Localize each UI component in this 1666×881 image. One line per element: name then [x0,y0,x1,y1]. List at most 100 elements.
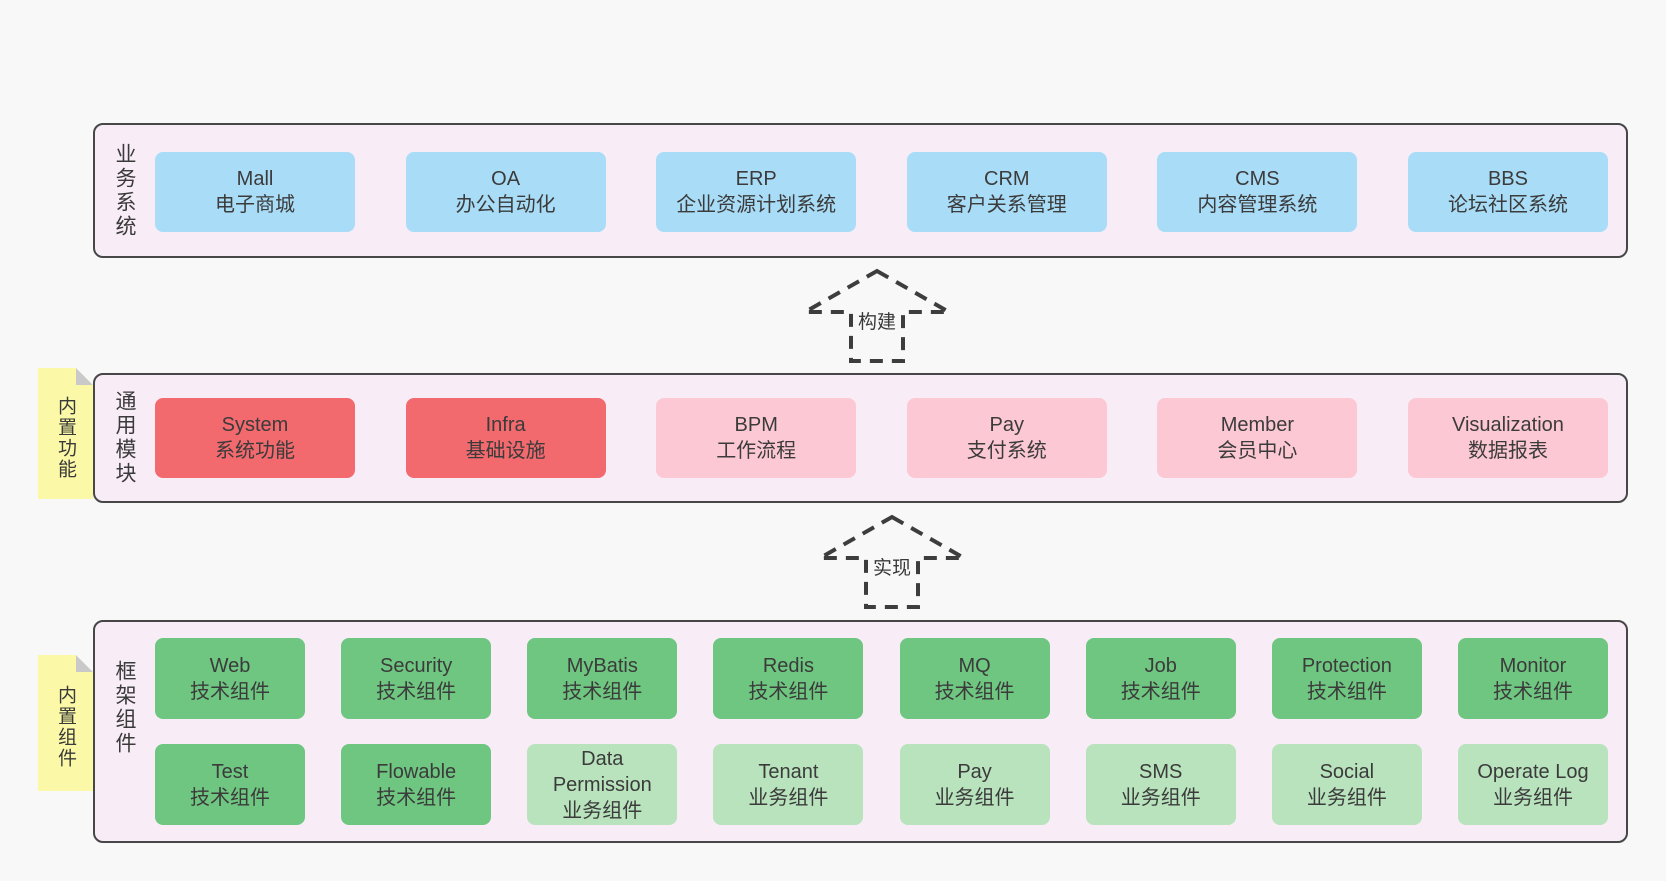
box-subtitle: 系统功能 [215,440,295,462]
box-title: Monitor [1499,654,1567,677]
box-title: Member [1220,414,1295,436]
box-subtitle: 客户关系管理 [946,194,1067,216]
band-framework-components: 框架组件 Web 技术组件 Security 技术组件 MyBatis 技术组件… [93,620,1628,843]
common-modules-row: System 系统功能 Infra 基础设施 BPM 工作流程 Pay 支付系统… [155,398,1608,478]
box-title: Flowable [376,760,457,783]
box-subtitle: 技术组件 [376,786,457,809]
box-job: Job 技术组件 [1085,638,1236,719]
box-title: Security [380,654,453,677]
box-title: System [221,414,289,436]
box-security: Security 技术组件 [341,638,492,719]
box-title: Pay [957,760,992,783]
box-subtitle: 会员中心 [1217,440,1298,462]
box-bpm: BPM 工作流程 [656,398,857,478]
box-title: Job [1144,654,1177,677]
box-social: Social 业务组件 [1271,744,1422,825]
box-subtitle: 基础设施 [465,440,546,462]
box-title: BPM [734,414,778,436]
box-subtitle: 支付系统 [966,440,1047,462]
dashed-up-arrow-icon [817,514,967,609]
arrow-implement: 实现 [817,514,967,610]
framework-components-row-1: Web 技术组件 Security 技术组件 MyBatis 技术组件 Redi… [155,638,1608,719]
box-member: Member 会员中心 [1157,398,1358,478]
box-tenant: Tenant 业务组件 [713,744,864,825]
box-subtitle: 技术组件 [190,786,270,809]
box-title: MyBatis [566,654,638,677]
framework-components-row-2: Test 技术组件 Flowable 技术组件 Data Permission … [155,744,1608,825]
arrow-build-label: 构建 [854,307,900,334]
box-title: CMS [1235,168,1280,190]
box-redis: Redis 技术组件 [713,638,864,719]
band-common-modules: 通用模块 System 系统功能 Infra 基础设施 BPM 工作流程 Pay… [93,373,1628,503]
box-subtitle: 业务组件 [1306,786,1387,809]
arrow-implement-label: 实现 [869,553,915,580]
box-infra: Infra 基础设施 [405,398,606,478]
box-title: Pay [989,414,1025,436]
note-label: 内置组件 [55,685,76,769]
box-title: Operate Log [1477,760,1589,783]
box-test: Test 技术组件 [155,744,305,825]
folded-corner-icon [76,368,93,385]
box-pay: Pay 支付系统 [906,398,1107,478]
box-cms: CMS 内容管理系统 [1157,152,1358,232]
box-crm: CRM 客户关系管理 [906,152,1107,232]
band-label-framework-components: 框架组件 [113,660,136,756]
box-subtitle: 技术组件 [1492,680,1573,703]
dashed-up-arrow-icon [802,268,952,363]
box-oa: OA 办公自动化 [405,152,606,232]
box-title: Infra [485,414,526,436]
box-subtitle: 工作流程 [716,440,797,462]
box-title: Tenant [758,760,819,783]
note-built-in-components: 内置组件 [38,655,93,791]
box-title: Redis [762,654,814,677]
box-subtitle: 电子商城 [215,194,295,216]
box-title: Data Permission [552,747,652,796]
note-built-in-features: 内置功能 [38,368,93,499]
box-bbs: BBS 论坛社区系统 [1407,152,1608,232]
box-monitor: Monitor 技术组件 [1457,638,1608,719]
box-system: System 系统功能 [155,398,355,478]
box-mybatis: MyBatis 技术组件 [527,638,678,719]
business-systems-row: Mall 电子商城 OA 办公自动化 ERP 企业资源计划系统 CRM 客户关系… [155,152,1608,232]
box-sms: SMS 业务组件 [1085,744,1236,825]
box-title: Protection [1301,654,1392,677]
box-flowable: Flowable 技术组件 [341,744,492,825]
box-title: Social [1319,760,1375,783]
box-subtitle: 技术组件 [1120,680,1201,703]
box-mall: Mall 电子商城 [155,152,355,232]
box-subtitle: 内容管理系统 [1197,194,1318,216]
box-title: ERP [735,168,777,190]
box-subtitle: 业务组件 [934,786,1015,809]
box-subtitle: 技术组件 [190,680,270,703]
box-title: Visualization [1452,414,1564,436]
box-title: Web [209,654,251,677]
box-subtitle: 技术组件 [376,680,457,703]
box-title: Test [211,760,249,783]
box-subtitle: 业务组件 [1492,786,1573,809]
box-subtitle: 数据报表 [1467,440,1548,462]
arrow-build: 构建 [802,268,952,364]
box-web: Web 技术组件 [155,638,305,719]
box-title: MQ [958,654,991,677]
box-title: Mall [236,168,274,190]
box-title: CRM [984,168,1030,190]
box-subtitle: 技术组件 [934,680,1015,703]
box-title: SMS [1139,760,1183,783]
box-mq: MQ 技术组件 [899,638,1050,719]
band-label-common-modules: 通用模块 [113,390,136,486]
box-erp: ERP 企业资源计划系统 [656,152,857,232]
box-operate-log: Operate Log 业务组件 [1457,744,1608,825]
box-data-permission: Data Permission 业务组件 [527,744,678,825]
box-subtitle: 业务组件 [1120,786,1201,809]
box-title: OA [491,168,521,190]
box-subtitle: 论坛社区系统 [1447,194,1568,216]
band-business-systems: 业务系统 Mall 电子商城 OA 办公自动化 ERP 企业资源计划系统 CRM… [93,123,1628,258]
box-subtitle: 办公自动化 [455,194,556,216]
box-subtitle: 业务组件 [562,799,643,822]
box-subtitle: 业务组件 [748,786,829,809]
box-subtitle: 技术组件 [562,680,643,703]
box-visualization: Visualization 数据报表 [1407,398,1608,478]
folded-corner-icon [76,655,93,672]
box-pay-business: Pay 业务组件 [899,744,1050,825]
note-label: 内置功能 [55,395,76,480]
